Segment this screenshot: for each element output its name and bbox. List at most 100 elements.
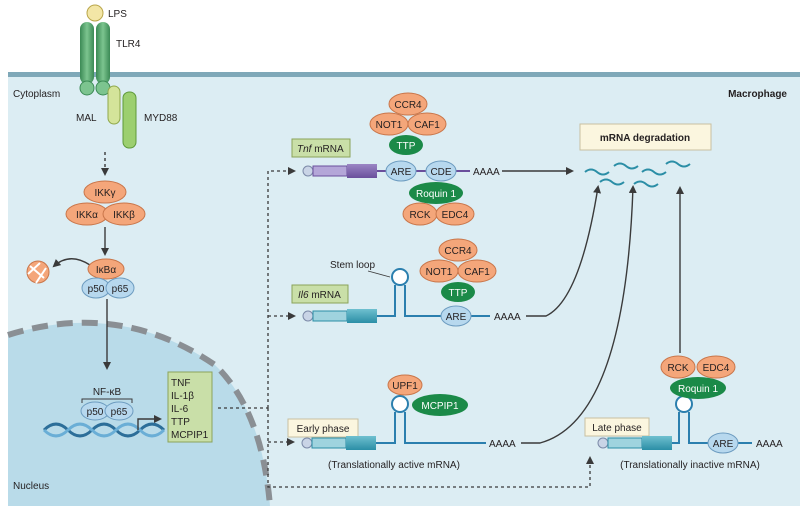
p65-nucleus [104,401,134,421]
il6-utr5 [312,310,348,322]
il6-mrna-label: Il6 mRNA [298,290,341,301]
late-roquin1 [670,377,726,399]
early-utr5 [311,437,347,449]
gene-ttp: TTP [171,417,190,428]
nuclear-envelope [7,319,273,506]
tnf-are [385,160,417,182]
il6-cds [347,309,377,323]
ikk-beta-label: IKKβ [113,210,135,221]
tnf-cde [425,160,457,182]
stem-loop-pointer [367,270,391,278]
late-are-label: ARE [713,439,734,450]
p65-cytoplasm-label: p65 [112,284,129,295]
gene-mcpip1: MCPIP1 [171,430,209,441]
il6-stem-loop-label: Stem loop [330,260,375,271]
nfkb-bracket [81,398,133,403]
late-cds [642,436,672,450]
tnf-utr5 [312,165,348,177]
late-rck-label: RCK [667,363,688,374]
il6-ccr4-label: CCR4 [444,246,472,257]
myd88-label: MYD88 [144,113,178,124]
late-are [707,432,739,454]
mrna-degradation-box [579,123,712,151]
il6-degradation-arrow [526,185,602,317]
tnf-cds [347,164,377,178]
tir-domain-1 [79,80,95,96]
tlr4-right [96,22,110,84]
mcpip1 [412,394,468,416]
nfkb-label: NF-κB [93,387,122,398]
late-caption: (Translationally inactive mRNA) [620,460,760,471]
gene-tnf: TNF [171,378,190,389]
cytoplasm-label: Cytoplasm [13,89,60,100]
degraded-mrna-squiggles [584,160,691,188]
ikk-gamma [83,180,127,204]
degraded-ikba-icon [26,260,50,284]
late-roquin1-label: Roquin 1 [678,384,718,395]
mcpip1-label: MCPIP1 [421,401,459,412]
tnf-ttp [389,135,423,155]
il6-caf1-label: CAF1 [464,267,490,278]
early-cap [301,437,313,449]
early-loop-head [391,395,409,413]
mrna-routing-arrows [218,167,594,488]
tnf-are-label: ARE [391,167,412,178]
nucleus-region [8,322,270,506]
gene-il1b: IL-1β [171,391,194,402]
tnf-caf1 [407,112,447,136]
upf1 [387,374,423,396]
tnf-edc4-label: EDC4 [442,210,469,221]
tnf-caf1-label: CAF1 [414,120,440,131]
late-utr5 [607,437,643,449]
p50-cytoplasm-label: p50 [88,284,105,295]
early-degradation-arrow [521,185,637,444]
il6-ttp [441,282,475,302]
nucleus-label: Nucleus [13,481,49,492]
tlr4-left [80,22,94,84]
late-polya: AAAA [756,439,783,450]
il6-not1-label: NOT1 [426,267,453,278]
il6-ttp-label: TTP [449,288,468,299]
il6-mrna-label-box [291,284,349,304]
p65-cytoplasm [105,277,135,299]
il6-polya: AAAA [494,312,521,323]
early-phase-box [287,418,359,438]
ikba-label: IκBα [96,265,116,276]
late-phase-box [584,417,650,437]
early-phase-label: Early phase [297,424,350,435]
ikk-alpha-label: IKKα [76,210,98,221]
il6-cap [302,310,314,322]
late-edc4 [696,355,736,379]
transcription-arrow [137,415,162,430]
tnf-mrna-label: Tnf mRNA [297,144,344,155]
il6-caf1 [457,259,497,283]
tnf-ttp-label: TTP [397,141,416,152]
il6-ccr4 [438,238,478,262]
ikba [87,258,125,280]
ikk-gamma-label: IKKγ [94,188,115,199]
mal-label: MAL [76,113,97,124]
late-cap [597,437,609,449]
myd88-adaptor [122,91,137,149]
plasma-membrane [8,72,800,77]
macrophage-label: Macrophage [728,89,787,100]
lps-molecule [86,4,104,22]
lps-label: LPS [108,9,127,20]
tnf-ccr4 [388,92,428,116]
tnf-rck-label: RCK [409,210,430,221]
gene-il6: IL-6 [171,404,189,415]
degradation-arrow [52,258,91,268]
tnf-edc4 [435,202,475,226]
early-cds [346,436,376,450]
tlr4-label: TLR4 [116,39,141,50]
tnf-ccr4-label: CCR4 [394,100,422,111]
mrna-degradation-label: mRNA degradation [600,133,690,144]
tnf-not1-label: NOT1 [376,120,403,131]
upf1-label: UPF1 [392,381,418,392]
ikk-beta [102,202,146,226]
tnf-cap [302,165,314,177]
p50-nucleus-label: p50 [87,407,104,418]
tnf-cde-label: CDE [430,167,451,178]
